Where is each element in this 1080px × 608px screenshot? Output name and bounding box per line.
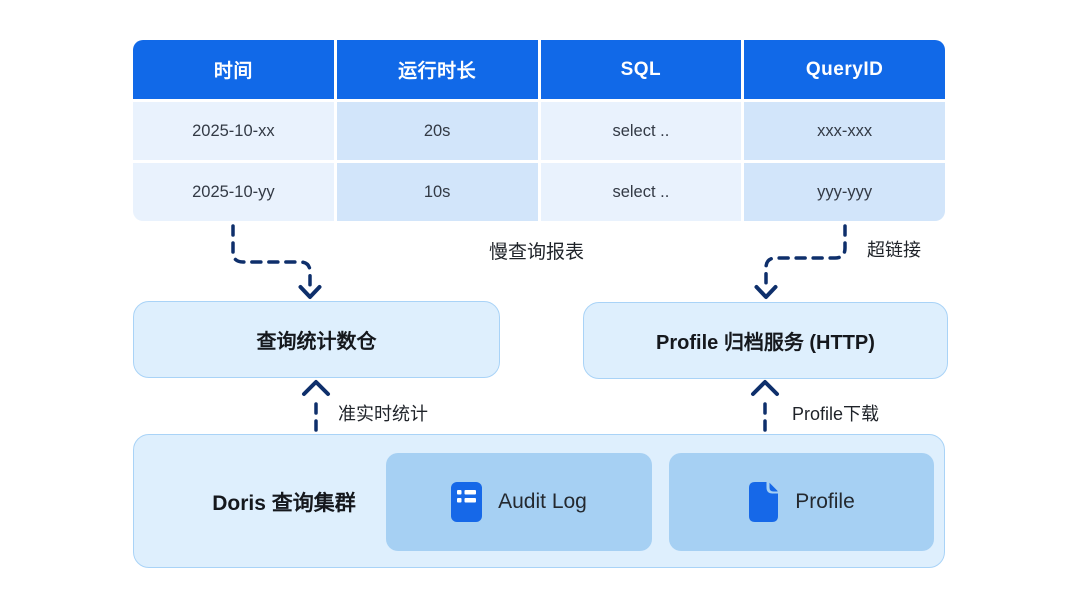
table-cell-sql-row2: select .. — [540, 163, 742, 221]
table-cell-time-row2: 2025-10-yy — [133, 163, 334, 221]
table-header-queryid: QueryID — [744, 40, 945, 99]
label-near-realtime-stats: 准实时统计 — [338, 404, 428, 424]
node-query-stats-warehouse-label: 查询统计数仓 — [256, 331, 377, 353]
chip-audit-log-label: Audit Log — [498, 490, 587, 513]
arrowhead-down-left-icon — [298, 285, 322, 299]
profile-document-icon — [748, 482, 779, 522]
table-cell-duration-row1: 20s — [336, 102, 538, 160]
label-slow-query-report: 慢查询报表 — [489, 242, 585, 263]
arrow-table-to-archive — [764, 224, 847, 288]
arrow-table-to-warehouse — [231, 224, 312, 288]
table-header-time: 时间 — [133, 40, 334, 99]
table-cell-queryid-row1: xxx-xxx — [744, 102, 945, 160]
table-cell-duration-row2: 10s — [336, 163, 538, 221]
node-profile-archive-service-label: Profile 归档服务 (HTTP) — [656, 332, 875, 354]
chip-profile-label: Profile — [795, 490, 855, 513]
arrowhead-up-right-icon — [751, 380, 779, 396]
table-header-duration: 运行时长 — [336, 40, 538, 99]
arrowhead-down-right-icon — [754, 285, 778, 299]
node-profile-archive-service: Profile 归档服务 (HTTP) — [583, 302, 948, 379]
table-cell-sql-row1: select .. — [540, 102, 742, 160]
chip-audit-log: Audit Log — [386, 453, 652, 551]
audit-log-list-icon — [451, 482, 483, 522]
label-hyperlink: 超链接 — [867, 240, 921, 260]
doris-cluster-label: Doris 查询集群 — [212, 492, 356, 515]
node-query-stats-warehouse: 查询统计数仓 — [133, 301, 500, 378]
table-cell-queryid-row2: yyy-yyy — [744, 163, 945, 221]
label-profile-download: Profile下载 — [792, 404, 880, 424]
slow-query-table: 时间 运行时长 SQL QueryID 2025-10-xx 20s selec… — [133, 40, 945, 221]
table-header-sql: SQL — [540, 40, 742, 99]
arrowhead-up-left-icon — [302, 380, 330, 396]
chip-profile: Profile — [669, 453, 934, 551]
table-cell-time-row1: 2025-10-xx — [133, 102, 334, 160]
node-doris-cluster: Doris 查询集群 Audit Log Profile — [133, 434, 945, 568]
